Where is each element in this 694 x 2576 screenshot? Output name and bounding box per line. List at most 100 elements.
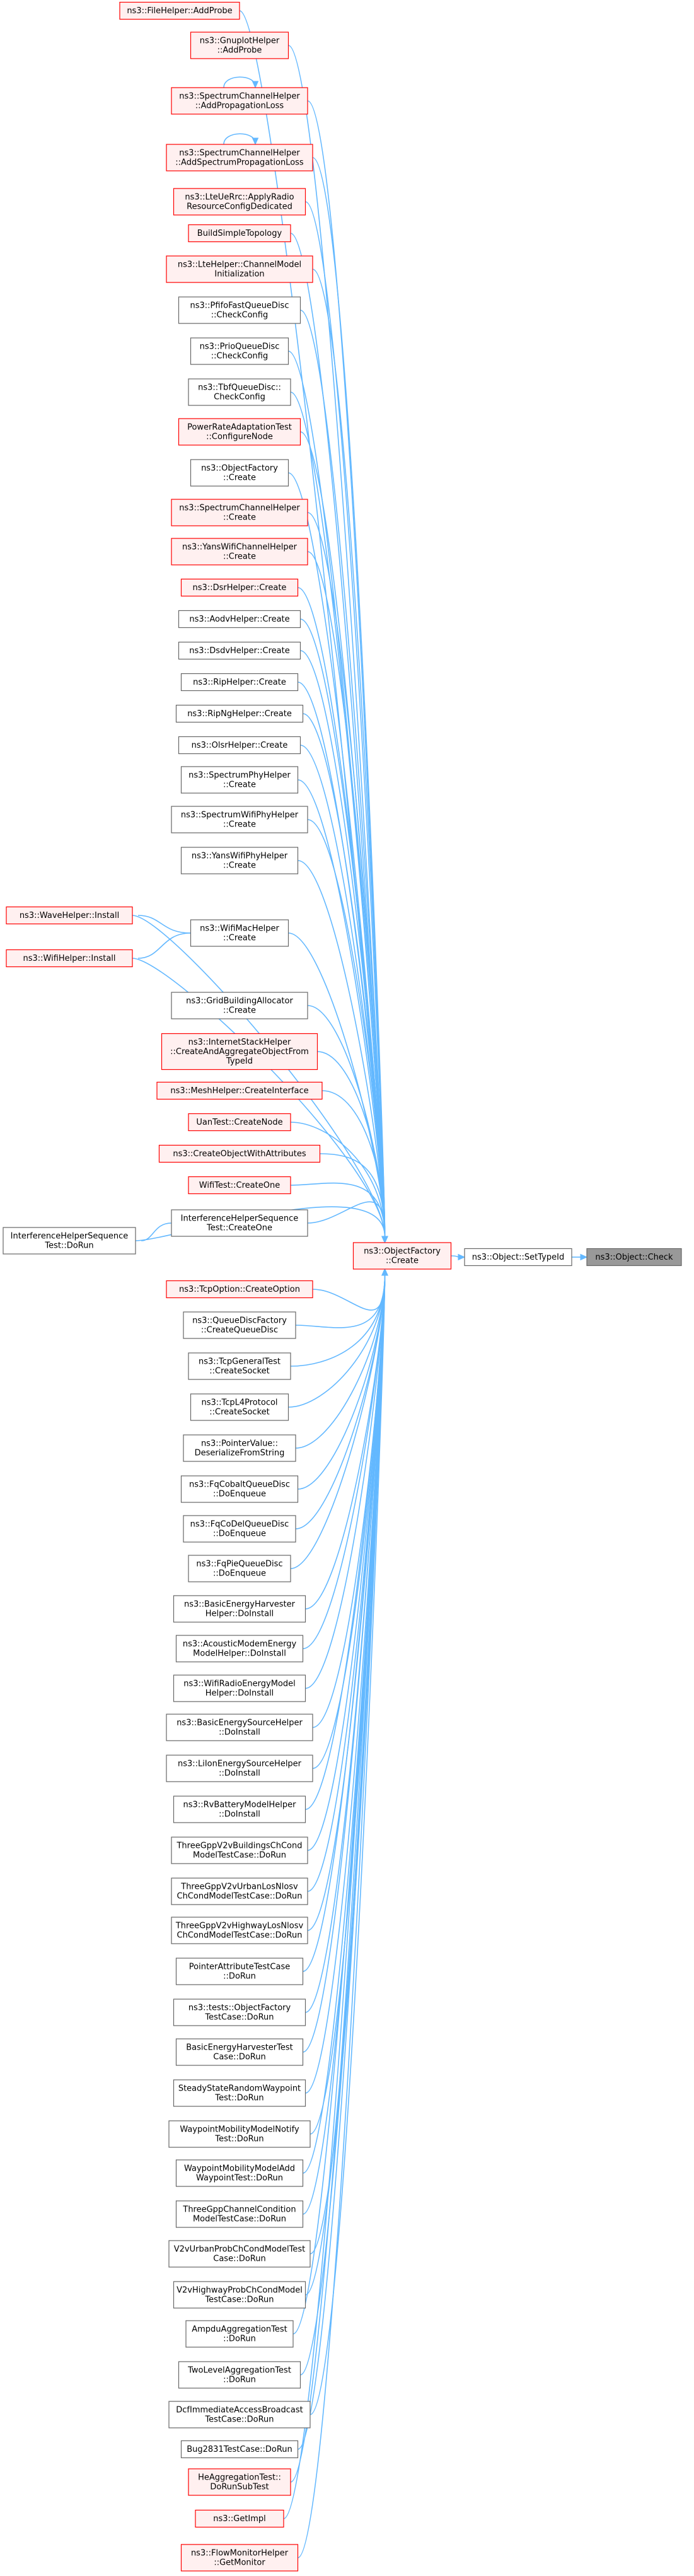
node-tbf[interactable]: ns3::TbfQueueDisc::CheckConfig [188,378,291,406]
node-fqcob[interactable]: ns3::FqCobaltQueueDisc::DoEnqueue [180,1475,299,1503]
node-label: Test::DoRun [214,2094,263,2103]
node-mesh[interactable]: ns3::MeshHelper::CreateInterface [156,1081,323,1100]
node-t3cc[interactable]: ThreeGppChannelConditionModelTestCase::D… [175,2200,304,2228]
node-fh[interactable]: ns3::FileHelper::AddProbe [119,1,240,20]
node-bes[interactable]: ns3::BasicEnergySourceHelper::DoInstall [166,1714,313,1741]
edge-cowa-to-of [320,1153,386,1238]
node-pat[interactable]: PointerAttributeTestCase::DoRun [175,1958,304,1985]
node-box [188,1176,291,1195]
node-bug[interactable]: Bug2831TestCase::DoRun [180,2440,299,2459]
node-t3b[interactable]: ThreeGppV2vBuildingsChCondModelTestCase:… [171,1836,308,1864]
node-dcf[interactable]: DcfImmediateAccessBroadcastTestCase::DoR… [168,2401,311,2428]
node-label: ns3::FlowMonitorHelper [191,2549,289,2558]
node-rvb[interactable]: ns3::RvBatteryModelHelper::DoInstall [173,1796,306,1823]
node-prio[interactable]: ns3::PrioQueueDisc::CheckConfig [190,337,289,365]
node-rip[interactable]: ns3::RipHelper::Create [180,673,299,692]
node-label: ns3::FqPieQueueDisc [196,1560,282,1569]
node-dsdv[interactable]: ns3::DsdvHelper::Create [178,641,301,660]
node-scas[interactable]: ns3::SpectrumChannelHelper::AddSpectrumP… [166,144,313,171]
node-dsr[interactable]: ns3::DsrHelper::Create [180,578,299,597]
node-label: ns3::WifiRadioEnergyModel [183,1680,296,1689]
node-label: ns3::GridBuildingAllocator [186,997,293,1006]
node-ofc[interactable]: ns3::ObjectFactory::Create [190,459,289,487]
node-acm[interactable]: ns3::AcousticModemEnergyModelHelper::DoI… [175,1635,304,1662]
node-olsr[interactable]: ns3::OlsrHelper::Create [178,736,301,755]
node-ihco[interactable]: InterferenceHelperSequenceTest::CreateOn… [171,1209,308,1237]
node-chk[interactable]: ns3::Object::Check [586,1248,682,1267]
node-wifimac[interactable]: ns3::WifiMacHelper::Create [190,919,289,947]
node-qdf[interactable]: ns3::QueueDiscFactory::CreateQueueDisc [183,1311,296,1339]
node-pfifo[interactable]: ns3::PfifoFastQueueDisc::CheckConfig [178,296,301,324]
node-label: ns3::Object::SetTypeId [472,1253,564,1262]
node-label: ns3::ObjectFactory [201,464,278,473]
node-ish[interactable]: ns3::InternetStackHelper::CreateAndAggre… [161,1033,318,1070]
node-label: BasicEnergyHarvesterTest [186,2043,293,2053]
node-lte_rrc[interactable]: ns3::LteUeRrc::ApplyRadioResourceConfigD… [173,188,306,216]
node-uan[interactable]: UanTest::CreateNode [188,1113,291,1132]
node-tcpl4[interactable]: ns3::TcpL4Protocol::CreateSocket [190,1393,289,1421]
node-wco[interactable]: WifiTest::CreateOne [188,1176,291,1195]
node-tcpopt[interactable]: ns3::TcpOption::CreateOption [166,1280,313,1299]
node-box [166,1755,313,1782]
node-ptrv[interactable]: ns3::PointerValue::DeserializeFromString [183,1434,296,1462]
node-label: WaypointMobilityModelAdd [184,2164,295,2174]
node-label: ns3::WifiMacHelper [200,924,279,934]
node-ampdu[interactable]: AmpduAggregationTest::DoRun [185,2320,294,2348]
node-heagg[interactable]: HeAggregationTest::DoRunSubTest [188,2468,291,2496]
node-bst[interactable]: BuildSimpleTopology [188,224,291,243]
node-box [190,32,289,59]
edge-scap-to-scap [223,76,256,88]
edge-of-to-sti-arrow [458,1253,466,1261]
node-swph[interactable]: ns3::SpectrumWifiPhyHelper::Create [171,806,308,833]
node-tcpgen[interactable]: ns3::TcpGeneralTest::CreateSocket [188,1352,291,1380]
node-wave[interactable]: ns3::WaveHelper::Install [6,906,133,925]
node-wma[interactable]: WaypointMobilityModelAddWaypointTest::Do… [175,2159,304,2187]
node-fqcod[interactable]: ns3::FqCoDelQueueDisc::DoEnqueue [183,1515,296,1543]
node-sti[interactable]: ns3::Object::SetTypeId [464,1248,572,1267]
node-cowa[interactable]: ns3::CreateObjectWithAttributes [158,1144,321,1163]
node-label: ::DoInstall [219,1728,260,1738]
node-prat[interactable]: PowerRateAdaptationTest::ConfigureNode [178,418,301,446]
node-gba[interactable]: ns3::GridBuildingAllocator::Create [171,992,308,1019]
node-t3u[interactable]: ThreeGppV2vUrbanLosNlosvChCondModelTestC… [171,1877,308,1905]
node-ripng[interactable]: ns3::RipNgHelper::Create [175,704,304,723]
node-of[interactable]: ns3::ObjectFactory::Create [352,1242,452,1270]
node-twol[interactable]: TwoLevelAggregationTest::DoRun [178,2361,301,2389]
node-label: AmpduAggregationTest [192,2325,287,2335]
node-gh[interactable]: ns3::GnuplotHelper::AddProbe [190,32,289,59]
node-scap[interactable]: ns3::SpectrumChannelHelper::AddPropagati… [171,87,308,115]
node-wre[interactable]: ns3::WifiRadioEnergyModelHelper::DoInsta… [173,1674,306,1702]
node-getimpl[interactable]: ns3::GetImpl [195,2509,284,2528]
node-label: ::DoInstall [219,1769,260,1778]
node-beh[interactable]: ns3::BasicEnergyHarvesterHelper::DoInsta… [173,1595,306,1623]
node-label: ::DoRun [223,2376,256,2385]
node-wifih[interactable]: ns3::WifiHelper::Install [6,949,133,968]
node-fqpie[interactable]: ns3::FqPieQueueDisc::DoEnqueue [188,1555,291,1582]
node-lies[interactable]: ns3::LiIonEnergySourceHelper::DoInstall [166,1755,313,1782]
node-label: DcfImmediateAccessBroadcast [176,2406,303,2415]
node-label: ::CreateSocket [209,1408,269,1417]
node-sph[interactable]: ns3::SpectrumPhyHelper::Create [180,766,299,794]
node-label: Test::DoRun [44,1241,93,1251]
node-ywch[interactable]: ns3::YansWifiChannelHelper::Create [171,538,308,566]
node-ywph[interactable]: ns3::YansWifiPhyHelper::Create [180,847,299,874]
node-sch[interactable]: ns3::SpectrumChannelHelper::Create [171,499,308,526]
node-t3h[interactable]: ThreeGppV2vHighwayLosNlosvChCondModelTes… [171,1917,308,1944]
node-fmh[interactable]: ns3::FlowMonitorHelper::GetMonitor [180,2544,299,2572]
edge-fqpie-to-of [290,1274,386,1569]
node-label: ns3::GetImpl [213,2514,266,2524]
node-label: ns3::SpectrumWifiPhyHelper [181,811,299,820]
node-label: ns3::SpectrumPhyHelper [188,771,291,780]
node-label: ns3::TbfQueueDisc:: [198,383,281,393]
node-lte_ch[interactable]: ns3::LteHelper::ChannelModelInitializati… [166,255,313,283]
node-aodv[interactable]: ns3::AodvHelper::Create [178,610,301,629]
node-label: WaypointMobilityModelNotify [180,2125,299,2135]
node-label: ResourceConfigDedicated [187,202,292,212]
